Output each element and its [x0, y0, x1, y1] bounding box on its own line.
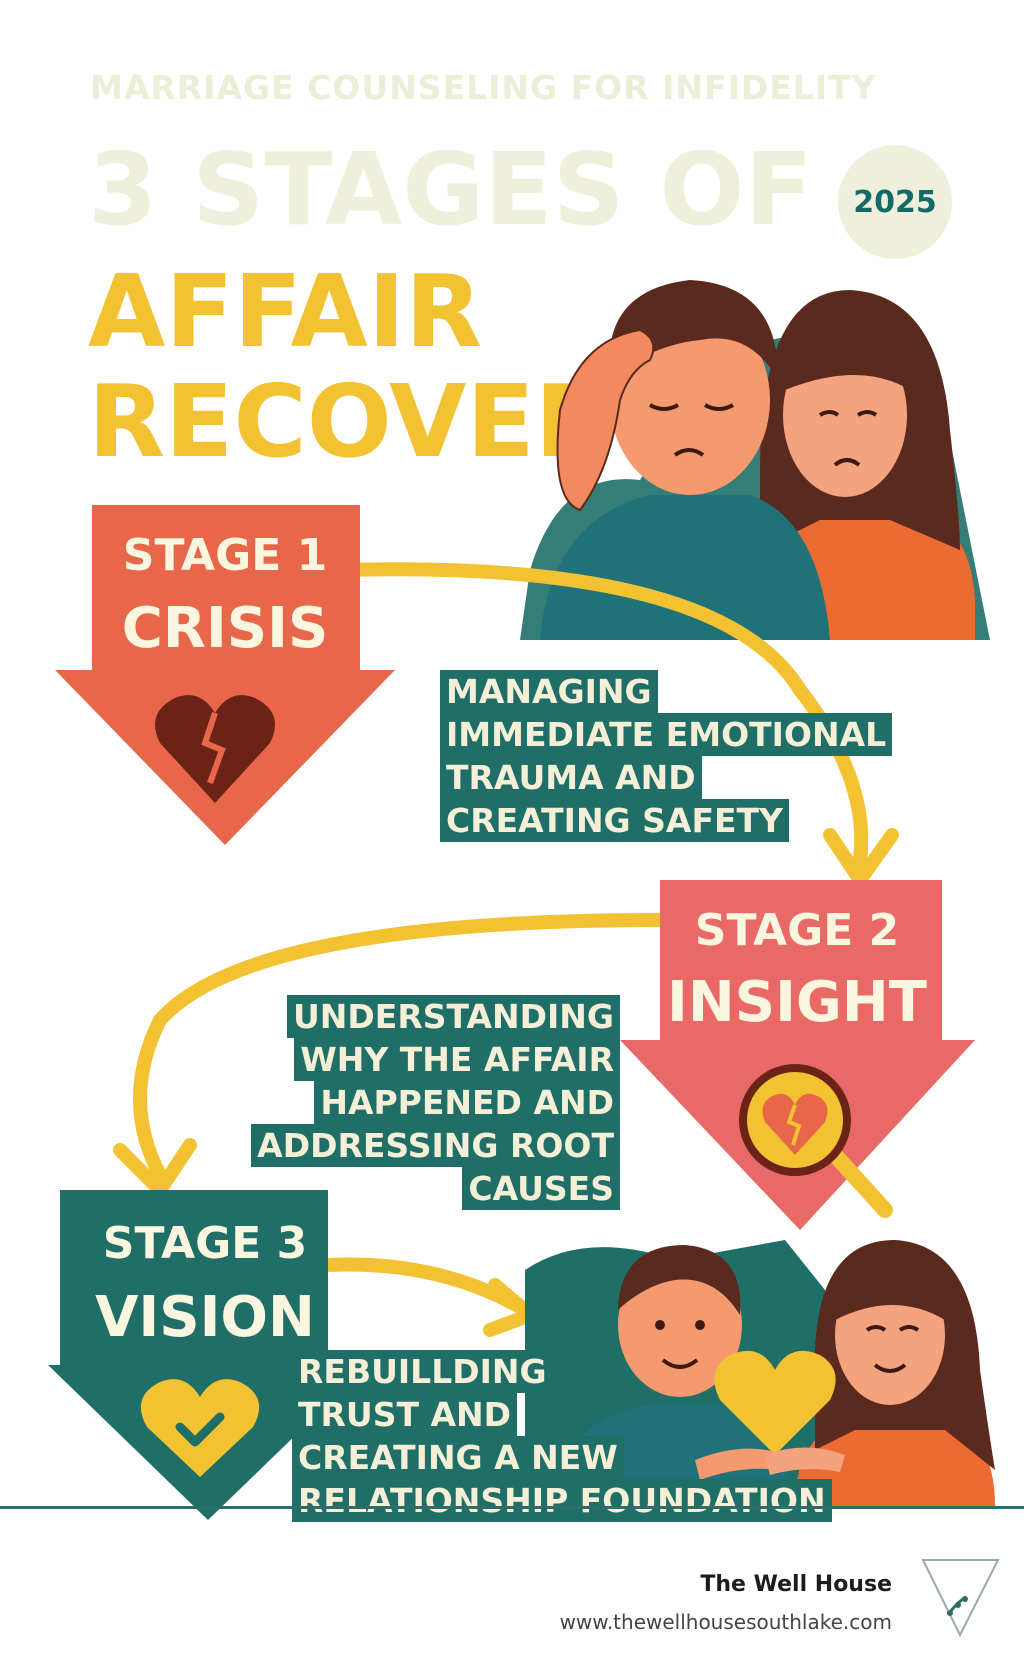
stage-1-name: CRISIS	[121, 596, 329, 661]
magnifier-broken-heart-icon	[739, 1064, 893, 1218]
stage-2-arrow	[620, 880, 975, 1230]
well-house-logo-icon	[921, 1559, 1000, 1638]
stage-3-desc-line: CREATING A NEW	[292, 1436, 624, 1479]
stage-1-desc-line: IMMEDIATE EMOTIONAL	[440, 713, 893, 756]
stage-2-desc-line: WHY THE AFFAIR	[294, 1038, 620, 1081]
stage-1-description: MANAGING IMMEDIATE EMOTIONAL TRAUMA AND …	[440, 670, 893, 842]
stage-2-desc-line: HAPPENED AND	[314, 1081, 620, 1124]
broken-heart-icon	[155, 695, 275, 803]
title-line-2: AFFAIR	[88, 253, 483, 370]
stage-3-description: REBUILLDING TRUST AND CREATING A NEW REL…	[292, 1350, 832, 1522]
sad-couple-illustration	[520, 280, 990, 640]
year-badge: 2025	[838, 145, 952, 259]
stage-2-desc-line: UNDERSTANDING	[286, 995, 620, 1038]
kicker-title: MARRIAGE COUNSELING FOR INFIDELITY	[90, 68, 877, 107]
stage-1-label: STAGE 1	[122, 530, 328, 581]
footer-url[interactable]: www.thewellhousesouthlake.com	[559, 1610, 892, 1634]
footer-divider	[0, 1506, 1024, 1509]
stage-2-desc-line: ADDRESSING ROOT	[251, 1124, 620, 1167]
stage-2-description: UNDERSTANDING WHY THE AFFAIR HAPPENED AN…	[245, 995, 620, 1210]
footer-brand: The Well House	[700, 1572, 892, 1597]
stage-2-label: STAGE 2	[694, 905, 900, 956]
stage-3-desc-line: REBUILLDING	[292, 1350, 553, 1393]
flow-arrows	[113, 562, 899, 1337]
stage-2-desc-line: CAUSES	[462, 1167, 620, 1210]
stage-2-name: INSIGHT	[667, 970, 927, 1035]
stage-3-desc-line: RELATIONSHIP FOUNDATION	[292, 1479, 832, 1522]
stage-3-label: STAGE 3	[102, 1218, 308, 1269]
stage-3-arrow	[48, 1190, 368, 1520]
stage-3-desc-line: TRUST AND	[292, 1393, 518, 1436]
stage-1-desc-line: CREATING SAFETY	[440, 799, 789, 842]
title-line-3: RECOVERY	[88, 372, 583, 472]
stage-1-desc-line: MANAGING	[440, 670, 658, 713]
stage-1-arrow	[55, 505, 395, 845]
title-line-1: 3 STAGES OF	[88, 131, 813, 248]
heart-check-icon	[140, 1379, 260, 1477]
stage-3-name: VISION	[95, 1285, 315, 1350]
stage-1-desc-line: TRAUMA AND	[440, 756, 702, 799]
